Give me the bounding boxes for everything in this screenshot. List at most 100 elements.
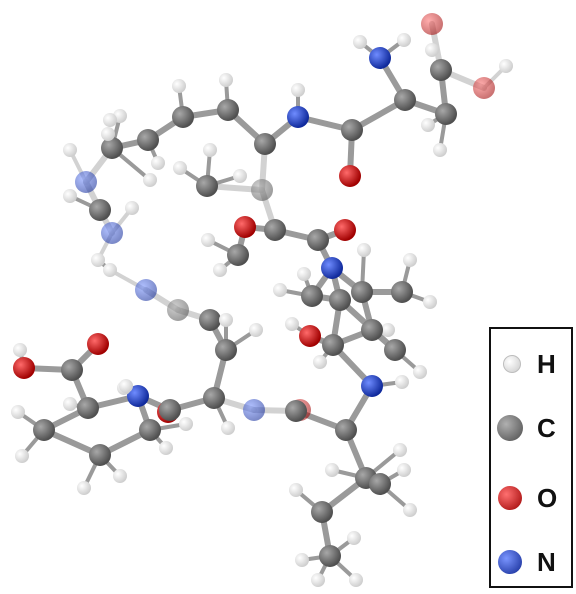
hydrogen-atom (143, 173, 157, 187)
oxygen-atom (234, 216, 256, 238)
hydrogen-atom (219, 73, 233, 87)
carbon-atom (341, 119, 363, 141)
carbon-atom (384, 339, 406, 361)
carbon-atom (329, 289, 351, 311)
hydrogen-atom (413, 365, 427, 379)
hydrogen-atom (63, 189, 77, 203)
hydrogen-atom (103, 113, 117, 127)
carbon-atom (159, 399, 181, 421)
carbon-atom (217, 99, 239, 121)
nitrogen-atom (101, 222, 123, 244)
carbon-atom (33, 419, 55, 441)
hydrogen-atom (403, 503, 417, 517)
hydrogen-atom (285, 317, 299, 331)
hydrogen-atom (119, 379, 133, 393)
oxygen-atom (339, 165, 361, 187)
hydrogen-atom (11, 405, 25, 419)
nitrogen-atom (321, 257, 343, 279)
oxygen-atom-icon (498, 486, 522, 510)
nitrogen-atom (127, 385, 149, 407)
carbon-atom (285, 400, 307, 422)
legend-label-c: C (537, 413, 556, 443)
carbon-atom (101, 137, 123, 159)
carbon-atom (311, 501, 333, 523)
carbon-atom (199, 309, 221, 331)
hydrogen-atom (233, 169, 247, 183)
hydrogen-atom (63, 143, 77, 157)
hydrogen-atom (297, 267, 311, 281)
hydrogen-atom (13, 343, 27, 357)
element-legend: H C O N (489, 327, 573, 588)
hydrogen-atom-icon (503, 355, 521, 373)
hydrogen-atom (311, 573, 325, 587)
hydrogen-atom (403, 253, 417, 267)
legend-item-oxygen: O (491, 477, 575, 517)
hydrogen-atom (393, 443, 407, 457)
carbon-atom (394, 89, 416, 111)
hydrogen-atom (63, 397, 77, 411)
hydrogen-atom (381, 323, 395, 337)
oxygen-atom (473, 77, 495, 99)
carbon-atom (77, 397, 99, 419)
hydrogen-atom (395, 375, 409, 389)
carbon-atom (301, 285, 323, 307)
hydrogen-atom (421, 118, 435, 132)
hydrogen-atom (221, 421, 235, 435)
hydrogen-atom (397, 463, 411, 477)
carbon-atom-icon (497, 415, 523, 441)
oxygen-atom (421, 13, 443, 35)
hydrogen-atom (325, 463, 339, 477)
nitrogen-atom (135, 279, 157, 301)
hydrogen-atom (425, 43, 439, 57)
hydrogen-atom (397, 33, 411, 47)
hydrogen-atom (249, 323, 263, 337)
carbon-atom (89, 199, 111, 221)
carbon-atom (203, 387, 225, 409)
hydrogen-atom (91, 253, 105, 267)
oxygen-atom (299, 325, 321, 347)
legend-item-hydrogen: H (491, 343, 575, 383)
hydrogen-atom (172, 79, 186, 93)
legend-label-h: H (537, 349, 556, 379)
hydrogen-atom (423, 295, 437, 309)
hydrogen-atom (347, 531, 361, 545)
hydrogen-atom (433, 143, 447, 157)
carbon-atom (61, 359, 83, 381)
oxygen-atom (13, 357, 35, 379)
carbon-atom (172, 106, 194, 128)
carbon-atom (335, 419, 357, 441)
hydrogen-atom (15, 449, 29, 463)
hydrogen-atom (101, 127, 115, 141)
carbon-atom (139, 419, 161, 441)
hydrogen-atom (213, 263, 227, 277)
hydrogen-atom (151, 156, 165, 170)
hydrogen-atom (113, 469, 127, 483)
carbon-atom (351, 281, 373, 303)
oxygen-atom (87, 333, 109, 355)
hydrogen-atom (77, 481, 91, 495)
carbon-atom (167, 299, 189, 321)
hydrogen-atom (125, 201, 139, 215)
carbon-atom (369, 473, 391, 495)
hydrogen-atom (203, 143, 217, 157)
hydrogen-atom (295, 553, 309, 567)
carbon-atom (264, 219, 286, 241)
carbon-atom (307, 229, 329, 251)
hydrogen-atom (357, 243, 371, 257)
carbon-atom (251, 179, 273, 201)
hydrogen-atom (159, 441, 173, 455)
carbon-atom (430, 59, 452, 81)
hydrogen-atom (273, 283, 287, 297)
hydrogen-atom (353, 35, 367, 49)
hydrogen-atom (179, 417, 193, 431)
carbon-atom (227, 244, 249, 266)
carbon-atom (391, 281, 413, 303)
hydrogen-atom (289, 483, 303, 497)
nitrogen-atom (75, 171, 97, 193)
oxygen-atom (334, 219, 356, 241)
atom-layer (11, 13, 513, 587)
carbon-atom (435, 103, 457, 125)
nitrogen-atom (369, 47, 391, 69)
hydrogen-atom (201, 233, 215, 247)
